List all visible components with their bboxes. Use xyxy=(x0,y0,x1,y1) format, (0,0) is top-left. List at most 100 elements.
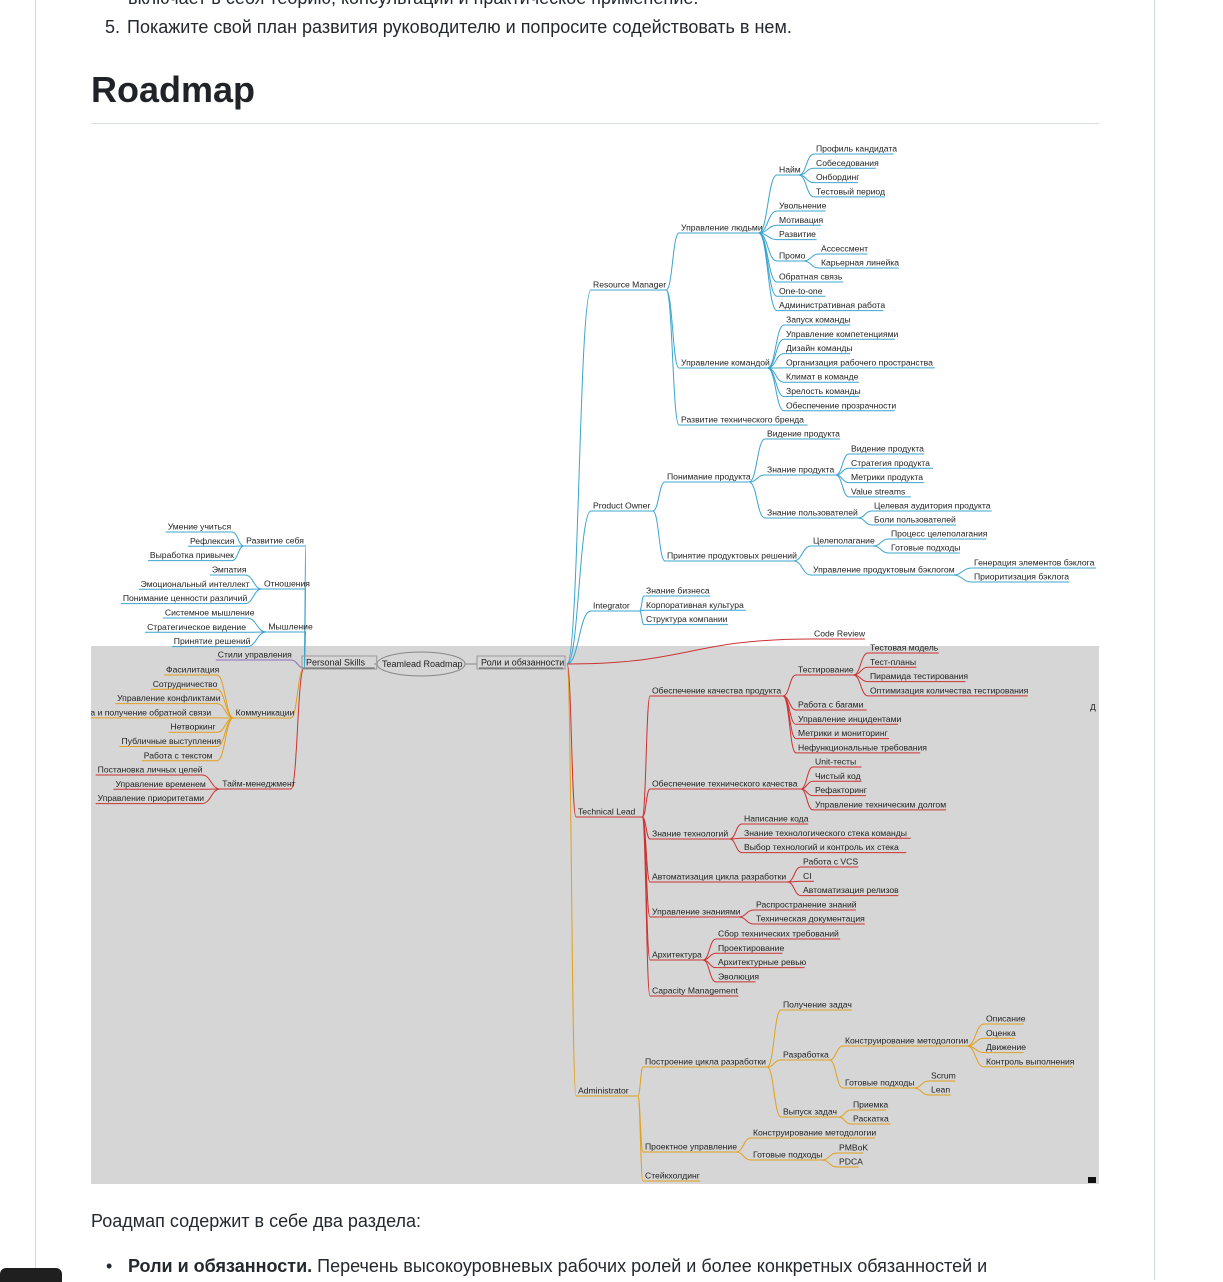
node-architecture-item: Сбор технических требований xyxy=(718,929,839,939)
node-relations-item: Эмпатия xyxy=(212,565,247,575)
node-team-item: Обеспечение прозрачности xyxy=(786,400,896,410)
node-testing-item: Пирамида тестирования xyxy=(870,671,968,681)
node-hiring: Найм xyxy=(779,165,801,175)
node-self-item: Умение учиться xyxy=(168,522,232,532)
node-relations-item: Эмоциональный интеллект xyxy=(141,579,250,589)
node-project-method: Конструирование методологии xyxy=(753,1128,876,1138)
list-item-text: Покажите свой план развития руководителю… xyxy=(127,17,792,37)
bullet-roles: •Роли и обязанности. Перечень высокоуров… xyxy=(106,1256,987,1277)
node-goals-item: Готовые подходы xyxy=(891,543,960,553)
connector xyxy=(653,511,665,561)
node-team-item: Запуск команды xyxy=(786,315,851,325)
node-integrator-item: Знание бизнеса xyxy=(646,586,710,596)
node-project-ready-item: PMBoK xyxy=(839,1143,868,1153)
node-architecture-item: Эволюция xyxy=(718,971,759,981)
node-team-item: Организация рабочего пространства xyxy=(786,357,933,367)
node-knowledge-mgmt-item: Распространение знаний xyxy=(756,900,857,910)
section-heading-roadmap: Roadmap xyxy=(91,69,255,111)
node-relations: Отношения xyxy=(264,579,310,589)
node-team: Управление командой xyxy=(681,358,770,368)
node-time-item: Управление приоритетами xyxy=(98,793,205,803)
node-architecture-item: Архитектурные ревью xyxy=(718,957,807,967)
node-tech-quality-item: Unit-тесты xyxy=(815,757,856,767)
node-comm-item: Сотрудничество xyxy=(153,679,218,689)
node-people-item: Административная работа xyxy=(779,300,885,310)
bullet-dot: • xyxy=(106,1256,128,1277)
node-technical-lead: Technical Lead xyxy=(578,807,636,817)
node-brand: Развитие технического бренда xyxy=(681,415,804,425)
node-integrator-item: Структура компании xyxy=(646,614,728,624)
connector xyxy=(794,561,811,575)
node-knowledge-mgmt: Управление знаниями xyxy=(652,907,741,917)
connector xyxy=(858,518,872,525)
node-quality-item: Метрики и мониторинг xyxy=(798,728,888,738)
node-users: Знание пользователей xyxy=(767,508,858,518)
connector xyxy=(567,290,591,664)
connector xyxy=(803,254,819,261)
node-backlog: Управление продуктовым бэклогом xyxy=(813,565,955,575)
node-goals-item: Процесс целеполагания xyxy=(891,529,988,539)
node-quality-item: Работа с багами xyxy=(798,700,864,710)
node-vision: Видение продукта xyxy=(767,429,840,439)
node-people-item: Обратная связь xyxy=(779,272,843,282)
branch-roles: Роли и обязанности xyxy=(481,658,564,668)
node-automation: Автоматизация цикла разработки xyxy=(652,872,786,882)
node-testing: Тестирование xyxy=(798,665,854,675)
node-methodology-item: Движение xyxy=(986,1042,1026,1052)
node-tech-knowledge-item: Написание кода xyxy=(744,814,809,824)
node-knowledge: Знание продукта xyxy=(767,465,834,475)
connector xyxy=(768,339,784,368)
node-development: Разработка xyxy=(783,1050,829,1060)
node-automation-item: CI xyxy=(803,871,812,881)
node-tech-quality-item: Управление техническим долгом xyxy=(815,799,946,809)
connector xyxy=(858,511,872,518)
node-people-item: Увольнение xyxy=(779,201,827,211)
node-time-management: Тайм-менеджмент xyxy=(222,779,295,789)
node-people: Управление людьми xyxy=(681,223,763,233)
node-users-item: Целевая аудитория продукта xyxy=(874,501,991,511)
node-project: Проектное управление xyxy=(645,1142,737,1152)
node-release-item: Раскатка xyxy=(853,1114,889,1124)
node-integrator-item: Корпоративная культура xyxy=(646,600,744,610)
node-code-review: Code Review xyxy=(814,629,866,639)
node-self-item: Рефлексия xyxy=(190,536,235,546)
bullet-text: Перечень высокоуровневых рабочих ролей и… xyxy=(312,1256,987,1276)
node-knowledge-item: Value streams xyxy=(851,486,905,496)
node-time-item: Управление временем xyxy=(115,779,205,789)
connector xyxy=(803,261,819,268)
node-hiring-item: Тестовый период xyxy=(816,186,885,196)
list-number: 5. xyxy=(105,17,127,38)
node-ready-item: Lean xyxy=(931,1085,950,1095)
node-methodology-item: Контроль выполнения xyxy=(986,1056,1075,1066)
node-people-item: Мотивация xyxy=(779,215,824,225)
node-comm-item: Работа с текстом xyxy=(144,750,213,760)
node-project-ready-item: PDCA xyxy=(839,1157,863,1167)
connector xyxy=(873,546,889,553)
node-quality: Обеспечение качества продукта xyxy=(652,686,781,696)
connector xyxy=(759,233,777,296)
root-node: Teamlead Roadmap xyxy=(382,659,463,669)
node-backlog-item: Генерация элементов бэклога xyxy=(974,558,1095,568)
connector xyxy=(640,596,645,611)
node-quality-item: Управление инцидентами xyxy=(798,714,901,724)
node-decisions: Принятие продуктовых решений xyxy=(667,551,797,561)
connector xyxy=(873,539,889,546)
highlight-area xyxy=(91,646,1099,1184)
node-team-item: Управление компетенциями xyxy=(786,329,899,339)
node-knowledge-item: Стратегия продукта xyxy=(851,458,930,468)
node-comm-item: Публичные выступления xyxy=(122,736,222,746)
connector xyxy=(759,233,777,311)
node-time-item: Постановка личных целей xyxy=(98,765,203,775)
bullet-bold: Роли и обязанности. xyxy=(128,1256,312,1276)
node-testing-item: Оптимизация количества тестирования xyxy=(870,685,1029,695)
node-thinking-item: Стратегическое видение xyxy=(147,622,246,632)
node-product-owner: Product Owner xyxy=(593,501,650,511)
node-promo-item: Карьерная линейка xyxy=(821,258,899,268)
node-tech-knowledge: Знание технологий xyxy=(652,829,728,839)
node-get-tasks: Получение задач xyxy=(783,1000,852,1010)
node-project-ready: Готовые подходы xyxy=(753,1150,822,1160)
node-self-item: Выработка привычек xyxy=(150,550,234,560)
node-tech-knowledge-item: Знание технологического стека команды xyxy=(744,828,907,838)
branch-personal-skills: Personal Skills xyxy=(306,658,366,668)
node-users-item: Боли пользователей xyxy=(874,515,956,525)
